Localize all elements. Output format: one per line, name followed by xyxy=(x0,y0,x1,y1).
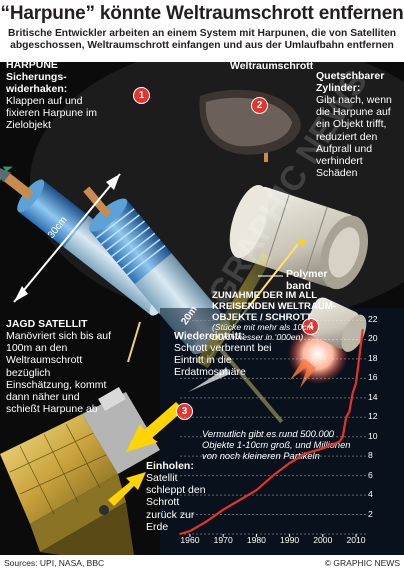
reentry-debris xyxy=(288,297,367,388)
dimension-30cm xyxy=(13,173,121,303)
copyright: © GRAPHIC NEWS xyxy=(324,558,400,568)
polymer-band-label: Polymer band xyxy=(286,268,328,293)
debris-growth-chart: ZUNAHME DER IM ALL KREISENDEN WELTRAUM-O… xyxy=(170,290,388,550)
retrieve-label: Einholen: Satellit schleppt den Schrott … xyxy=(146,460,210,533)
data-point xyxy=(305,452,308,455)
chart-plot xyxy=(179,320,366,537)
y-tick-label: 8 xyxy=(368,450,373,461)
data-point xyxy=(238,499,241,501)
data-point xyxy=(361,328,364,331)
data-point xyxy=(272,474,274,477)
reentry-description: Schrott verbrennt bei Eintritt in die Er… xyxy=(174,342,272,379)
y-tick-label: 12 xyxy=(368,411,378,422)
illustration-svg: GRAPHIC NEWS xyxy=(0,62,404,555)
x-tick-label: 2010 xyxy=(346,535,366,545)
page-title: “Harpune” könnte Weltraumschrott entfern… xyxy=(0,3,404,24)
harpoon-heading: HARPUNE xyxy=(6,62,58,71)
chart-title: ZUNAHME DER IM ALL KREISENDEN WELTRAUM-O… xyxy=(212,290,337,323)
space-debris-label: Weltraumschrott xyxy=(230,62,314,72)
retrieve-heading: Einholen: xyxy=(146,460,194,472)
hunter-satellite-label: JAGD SATELLIT Manövriert sich bis auf 10… xyxy=(6,318,156,415)
chart-subtitle: (Stücke mit mehr als 10cm Durchmesser in… xyxy=(212,322,314,342)
footer: Sources: UPI, NASA, BBC © GRAPHIC NEWS xyxy=(0,555,404,571)
y-tick-label: 20 xyxy=(368,333,378,344)
harpoon-description: Klappen auf und fixieren Harpune im Ziel… xyxy=(6,95,98,132)
data-point xyxy=(355,382,357,385)
x-tick-label: 1990 xyxy=(280,535,300,545)
y-tick-label: 18 xyxy=(368,352,378,363)
y-tick-label: 2 xyxy=(368,508,373,519)
data-point xyxy=(288,462,291,464)
reentry-heading: Wiedereintritt: xyxy=(174,330,246,342)
debris-count-line xyxy=(179,329,364,536)
data-point xyxy=(222,508,224,511)
step-3-badge: 3 xyxy=(176,403,193,420)
harpoon-label: HARPUNE Sicherungs-widerhaken: Klappen a… xyxy=(6,62,106,132)
data-point xyxy=(341,435,344,438)
data-point xyxy=(322,447,324,450)
step-4-badge: 4 xyxy=(302,318,319,335)
data-point xyxy=(351,392,354,394)
x-tick-label: 2000 xyxy=(313,535,333,545)
x-tick-label: 1960 xyxy=(180,535,200,545)
data-point xyxy=(189,530,191,532)
illustration-panel: GRAPHIC NEWS 1 2 3 4 HARPUNE Sicherungs-… xyxy=(0,62,404,555)
y-tick-label: 16 xyxy=(368,372,378,383)
data-point xyxy=(345,416,347,419)
harpoon-subheading: Sicherungs-widerhaken: xyxy=(6,71,68,95)
data-point xyxy=(338,440,341,443)
y-tick-label: 6 xyxy=(368,469,373,480)
y-tick-label: 4 xyxy=(368,489,373,500)
crushable-cylinder-description: Gibt nach, wenn die Harpune auf ein Obje… xyxy=(316,94,392,180)
sources: Sources: UPI, NASA, BBC xyxy=(4,558,105,568)
step-1-badge: 1 xyxy=(133,87,150,104)
x-tick-label: 1970 xyxy=(213,535,233,545)
reentry-label: Wiedereintritt: Schrott verbrennt bei Ei… xyxy=(174,330,296,379)
x-tick-label: 1980 xyxy=(246,535,266,545)
retrieve-description: Satellit schleppt den Schrott zurück zur… xyxy=(146,472,206,533)
hunter-satellite-heading: JAGD SATELLIT xyxy=(6,318,88,330)
crushable-cylinder-label: Quetschbarer Zylinder: Gibt nach, wenn d… xyxy=(316,70,402,179)
data-point xyxy=(348,410,351,413)
hunter-satellite xyxy=(0,386,160,555)
data-point xyxy=(179,533,181,535)
crushable-cylinder-heading: Quetschbarer Zylinder: xyxy=(316,70,385,94)
data-point xyxy=(205,520,208,523)
step-2-badge: 2 xyxy=(251,97,268,114)
hunter-satellite-description: Manövriert sich bis auf 100m an den Welt… xyxy=(6,330,112,416)
data-point xyxy=(255,489,258,492)
header: “Harpune” könnte Weltraumschrott entfern… xyxy=(0,0,404,62)
page-subtitle: Britische Entwickler arbeiten an einem S… xyxy=(8,28,396,51)
y-tick-label: 22 xyxy=(368,314,378,324)
y-tick-label: 14 xyxy=(368,391,378,402)
y-tick-label: 10 xyxy=(368,430,378,441)
chart-note: Vermutlich gibt es rund 500.000 Objekte … xyxy=(202,428,351,461)
